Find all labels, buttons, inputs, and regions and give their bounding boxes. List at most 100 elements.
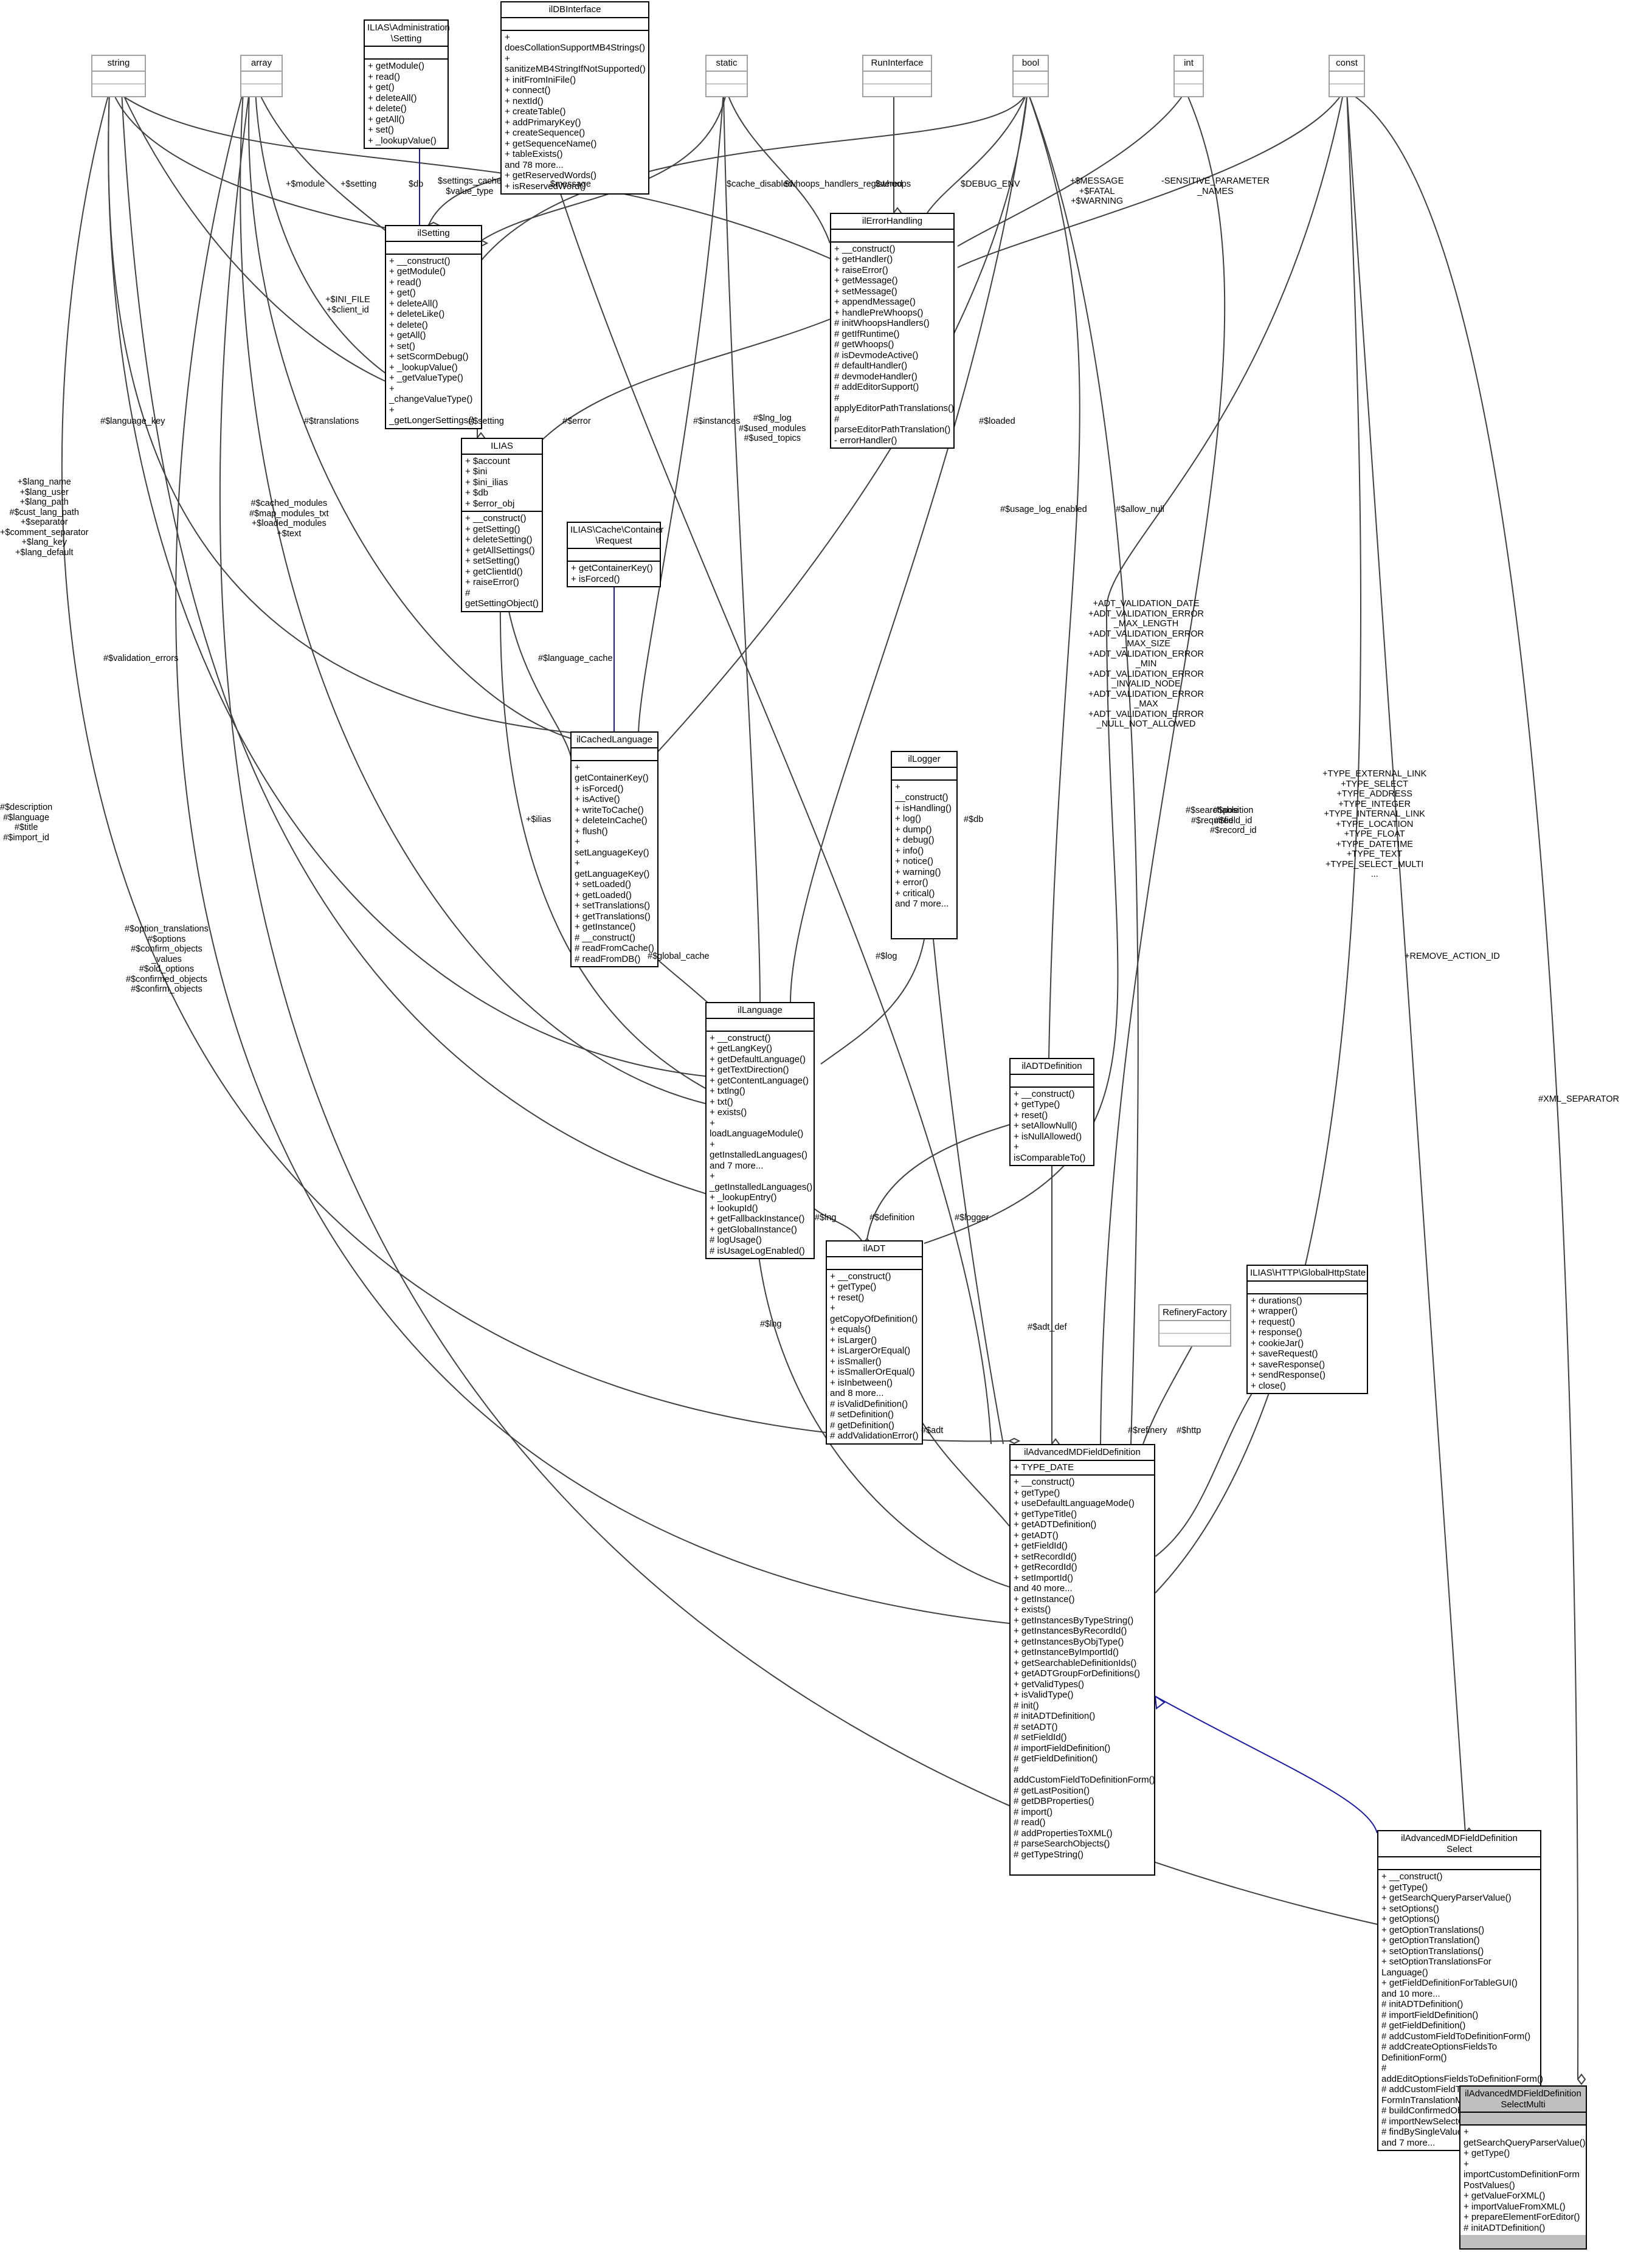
class-box-admin_setting[interactable]: ILIAS\Administration \Setting+ getModule…	[364, 19, 450, 149]
class-box-cachedlanguage[interactable]: ilCachedLanguage+ getContainerKey() + is…	[570, 731, 658, 967]
edge-label: #$validation_errors	[103, 654, 179, 663]
edge-label: $settings_cache $value_type	[438, 176, 502, 196]
class-box-amdselectmulti[interactable]: ilAdvancedMDFieldDefinition SelectMulti+…	[1459, 2085, 1587, 2250]
class-title: static	[707, 56, 747, 72]
class-title: array	[241, 56, 282, 72]
edge-label: $DEBUG_ENV	[961, 179, 1020, 189]
class-box-refinery[interactable]: RefineryFactory	[1158, 1304, 1231, 1347]
class-attributes	[892, 768, 956, 781]
class-box-ilsetting[interactable]: ilSetting + __construct() + getModule() +…	[385, 225, 482, 429]
class-operations: + durations() + wrapper() + request() + …	[1248, 1294, 1367, 1393]
class-title: const	[1330, 56, 1364, 72]
class-attributes	[568, 549, 660, 562]
edge-label: #$instances	[693, 416, 741, 426]
edge-label: $whoops_handlers_registered	[784, 179, 903, 189]
class-box-string[interactable]: string	[91, 55, 146, 97]
edge-const-select	[1346, 91, 1466, 1834]
edge-bool-lang	[790, 91, 1028, 1004]
class-attributes	[241, 72, 282, 85]
class-title: RefineryFactory	[1160, 1305, 1230, 1321]
edge-errorhandling-ilias	[541, 319, 831, 441]
edge-label: #$allow_null	[1116, 505, 1164, 514]
class-attributes: + TYPE_DATE	[1011, 1461, 1154, 1476]
class-title: ilADT	[827, 1242, 922, 1257]
edge-logger-lang	[820, 939, 925, 1065]
class-title: ilErrorHandling	[831, 214, 953, 230]
edge-string-amd	[61, 91, 1010, 1442]
edge-int-amd	[1100, 91, 1226, 1445]
edge-label: $message	[550, 179, 591, 189]
class-operations: + __construct() + getSetting() + deleteS…	[462, 512, 542, 611]
class-attributes	[707, 1019, 814, 1032]
edge-lang-adt	[808, 1203, 864, 1244]
edge-const-errorhandling	[957, 91, 1344, 268]
class-title: ilSetting	[386, 226, 481, 242]
edge-array-ilsetting	[258, 91, 387, 232]
class-title: ilLanguage	[707, 1003, 814, 1019]
edge-label: #$adt_def	[1028, 1322, 1067, 1332]
edge-static-errorhandling	[726, 91, 831, 244]
class-box-array[interactable]: array	[240, 55, 283, 97]
class-title: ILIAS\HTTP\GlobalHttpState	[1248, 1266, 1367, 1282]
edge-static-cached	[638, 91, 724, 736]
class-operations	[241, 84, 282, 96]
edge-label: #$language_cache	[538, 654, 613, 663]
edge-label: #$lng	[815, 1213, 837, 1223]
class-operations: + getContainerKey() + isForced() + isAct…	[572, 761, 657, 966]
class-box-illanguage[interactable]: ilLanguage+ __construct() + getLangKey()…	[705, 1002, 815, 1259]
class-attributes	[1011, 1075, 1093, 1088]
edge-label: $whoops	[876, 179, 911, 189]
edge-label: +TYPE_EXTERNAL_LINK +TYPE_SELECT +TYPE_A…	[1322, 769, 1427, 879]
class-attributes	[863, 72, 931, 85]
edge-label: +REMOVE_ACTION_ID	[1405, 952, 1500, 961]
class-attributes	[386, 242, 481, 255]
class-attributes	[502, 18, 648, 31]
class-box-errorhandling[interactable]: ilErrorHandling + __construct() + getHand…	[830, 213, 955, 449]
class-operations	[1330, 84, 1364, 96]
edge-label: -SENSITIVE_PARAMETER _NAMES	[1161, 176, 1270, 196]
class-box-ilias[interactable]: ILIAS+ $account + $ini + $ini_ilias + $d…	[461, 438, 543, 612]
class-box-int[interactable]: int	[1173, 55, 1204, 97]
edge-bool-cached	[647, 91, 1028, 764]
edge-bool-ilsetting	[480, 91, 1028, 262]
class-operations: + getSearchQueryParserValue() + getType(…	[1460, 2126, 1586, 2235]
edge-label: +ADT_VALIDATION_DATE +ADT_VALIDATION_ERR…	[1088, 599, 1204, 729]
class-box-amdfielddef[interactable]: ilAdvancedMDFieldDefinition+ TYPE_DATE+ …	[1009, 1444, 1155, 1876]
edge-ilias-lang	[499, 550, 706, 1089]
edge-label: #$logger	[955, 1213, 989, 1223]
edge-string-lang	[108, 91, 706, 1077]
class-title: ilAdvancedMDFieldDefinition Select	[1378, 1831, 1540, 1857]
class-box-const[interactable]: const	[1329, 55, 1365, 97]
class-title: RunInterface	[863, 56, 931, 72]
class-box-illogger[interactable]: ilLogger+ __construct() + isHandling() +…	[891, 751, 958, 939]
edge-label: $cache_disabled	[727, 179, 793, 189]
class-operations: + __construct() + getModule() + read() +…	[386, 254, 481, 428]
class-operations: + __construct() + getHandler() + raiseEr…	[831, 242, 954, 447]
edge-label: $db	[409, 179, 424, 189]
class-operations: + __construct() + getType() + reset() + …	[827, 1269, 922, 1443]
class-box-runinterface[interactable]: RunInterface	[862, 55, 932, 97]
edge-string-errorhandling	[115, 91, 831, 259]
edge-refinery-amd	[1142, 1346, 1192, 1445]
class-operations	[92, 84, 145, 96]
class-box-httpstate[interactable]: ILIAS\HTTP\GlobalHttpState + durations() …	[1246, 1265, 1368, 1394]
edge-label: #$usage_log_enabled	[1000, 505, 1087, 514]
class-box-cacherequest[interactable]: ILIAS\Cache\Container \Request+ getConta…	[567, 522, 663, 587]
class-box-bool[interactable]: bool	[1012, 55, 1049, 97]
class-operations: + getContainerKey() + isForced()	[568, 562, 660, 586]
class-box-static[interactable]: static	[705, 55, 748, 97]
class-operations	[707, 84, 747, 96]
edge-label: #$option_translations #$options #$confir…	[125, 924, 209, 994]
class-operations: + __construct() + getType() + useDefault…	[1011, 1476, 1155, 1862]
class-box-dbinterface[interactable]: ilDBInterface+ doesCollationSupportMB4St…	[500, 1, 649, 195]
class-title: bool	[1014, 56, 1048, 72]
class-title: int	[1175, 56, 1203, 72]
edge-http-amd	[1155, 1392, 1253, 1557]
class-attributes	[1330, 72, 1364, 85]
class-attributes	[1160, 1321, 1230, 1334]
edge-label: #$http	[1177, 1426, 1201, 1435]
class-box-adtdefinition[interactable]: ilADTDefinition+ __construct() + getType…	[1009, 1058, 1094, 1166]
edge-string-ilsetting	[112, 91, 387, 229]
class-box-iladt[interactable]: ilADT + __construct() + getType() + reset…	[826, 1240, 923, 1445]
class-operations	[1175, 84, 1203, 96]
